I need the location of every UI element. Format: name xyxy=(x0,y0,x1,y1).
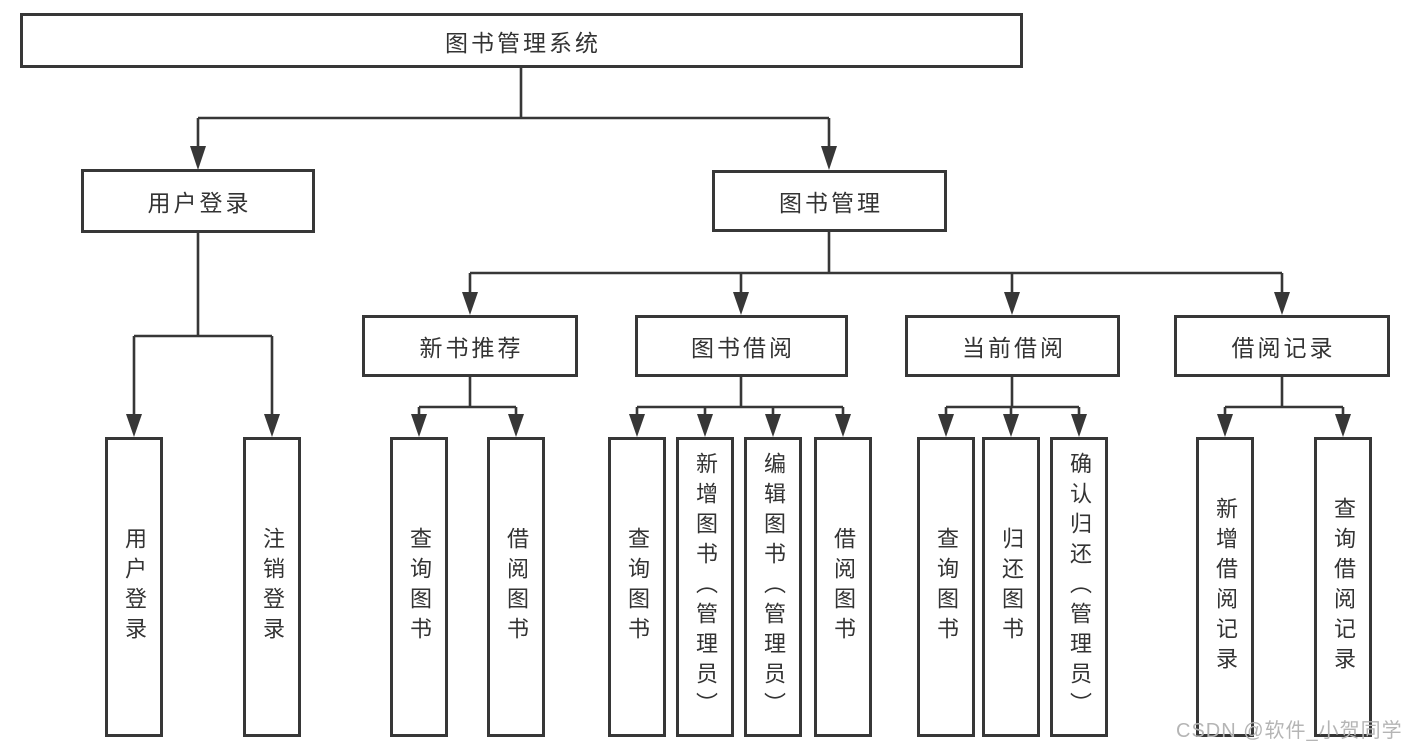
node-current-borrowing-label: 当前借阅 xyxy=(962,335,1066,361)
leaf-newbooks-borrow-book-label: 借阅图书 xyxy=(504,527,529,647)
leaf-current-confirm-return-admin: 确认归还（管理员） xyxy=(1050,437,1108,737)
leaf-logout-label: 注销登录 xyxy=(260,527,285,647)
leaf-newbooks-query-book-label: 查询图书 xyxy=(407,527,432,647)
node-user-login-label: 用户登录 xyxy=(147,190,252,216)
node-book-management: 图书管理 xyxy=(712,170,947,232)
node-book-management-label: 图书管理 xyxy=(779,190,883,216)
leaf-user-login-label: 用户登录 xyxy=(122,527,147,647)
csdn-watermark: CSDN @软件_小贺同学 xyxy=(1176,720,1403,742)
leaf-user-login: 用户登录 xyxy=(105,437,163,737)
leaf-borrowing-edit-book-admin-label: 编辑图书（管理员） xyxy=(761,452,786,722)
leaf-current-query-book-label: 查询图书 xyxy=(934,527,959,647)
leaf-newbooks-query-book: 查询图书 xyxy=(390,437,448,737)
leaf-records-query-record: 查询借阅记录 xyxy=(1314,437,1372,737)
leaf-current-query-book: 查询图书 xyxy=(917,437,975,737)
leaf-records-add-record: 新增借阅记录 xyxy=(1196,437,1254,737)
node-borrowing-records: 借阅记录 xyxy=(1174,315,1390,377)
node-new-book-recommend-label: 新书推荐 xyxy=(419,335,524,361)
node-user-login: 用户登录 xyxy=(81,169,315,233)
leaf-borrowing-borrow-book: 借阅图书 xyxy=(814,437,872,737)
leaf-logout: 注销登录 xyxy=(243,437,301,737)
node-root-label: 图书管理系统 xyxy=(445,29,601,56)
node-book-borrowing-label: 图书借阅 xyxy=(691,335,795,361)
leaf-borrowing-add-book-admin: 新增图书（管理员） xyxy=(676,437,734,737)
leaf-newbooks-borrow-book: 借阅图书 xyxy=(487,437,545,737)
leaf-records-add-record-label: 新增借阅记录 xyxy=(1213,497,1238,677)
leaf-current-return-book-label: 归还图书 xyxy=(999,527,1024,647)
leaf-borrowing-edit-book-admin: 编辑图书（管理员） xyxy=(744,437,802,737)
leaf-borrowing-query-book: 查询图书 xyxy=(608,437,666,737)
leaf-borrowing-borrow-book-label: 借阅图书 xyxy=(831,527,856,647)
leaf-borrowing-add-book-admin-label: 新增图书（管理员） xyxy=(693,452,718,722)
node-book-borrowing: 图书借阅 xyxy=(635,315,848,377)
node-current-borrowing: 当前借阅 xyxy=(905,315,1120,377)
leaf-records-query-record-label: 查询借阅记录 xyxy=(1331,497,1356,677)
leaf-current-return-book: 归还图书 xyxy=(982,437,1040,737)
node-root: 图书管理系统 xyxy=(20,13,1023,68)
node-new-book-recommend: 新书推荐 xyxy=(362,315,578,377)
leaf-borrowing-query-book-label: 查询图书 xyxy=(625,527,650,647)
leaf-current-confirm-return-admin-label: 确认归还（管理员） xyxy=(1067,452,1092,722)
node-borrowing-records-label: 借阅记录 xyxy=(1231,335,1336,361)
